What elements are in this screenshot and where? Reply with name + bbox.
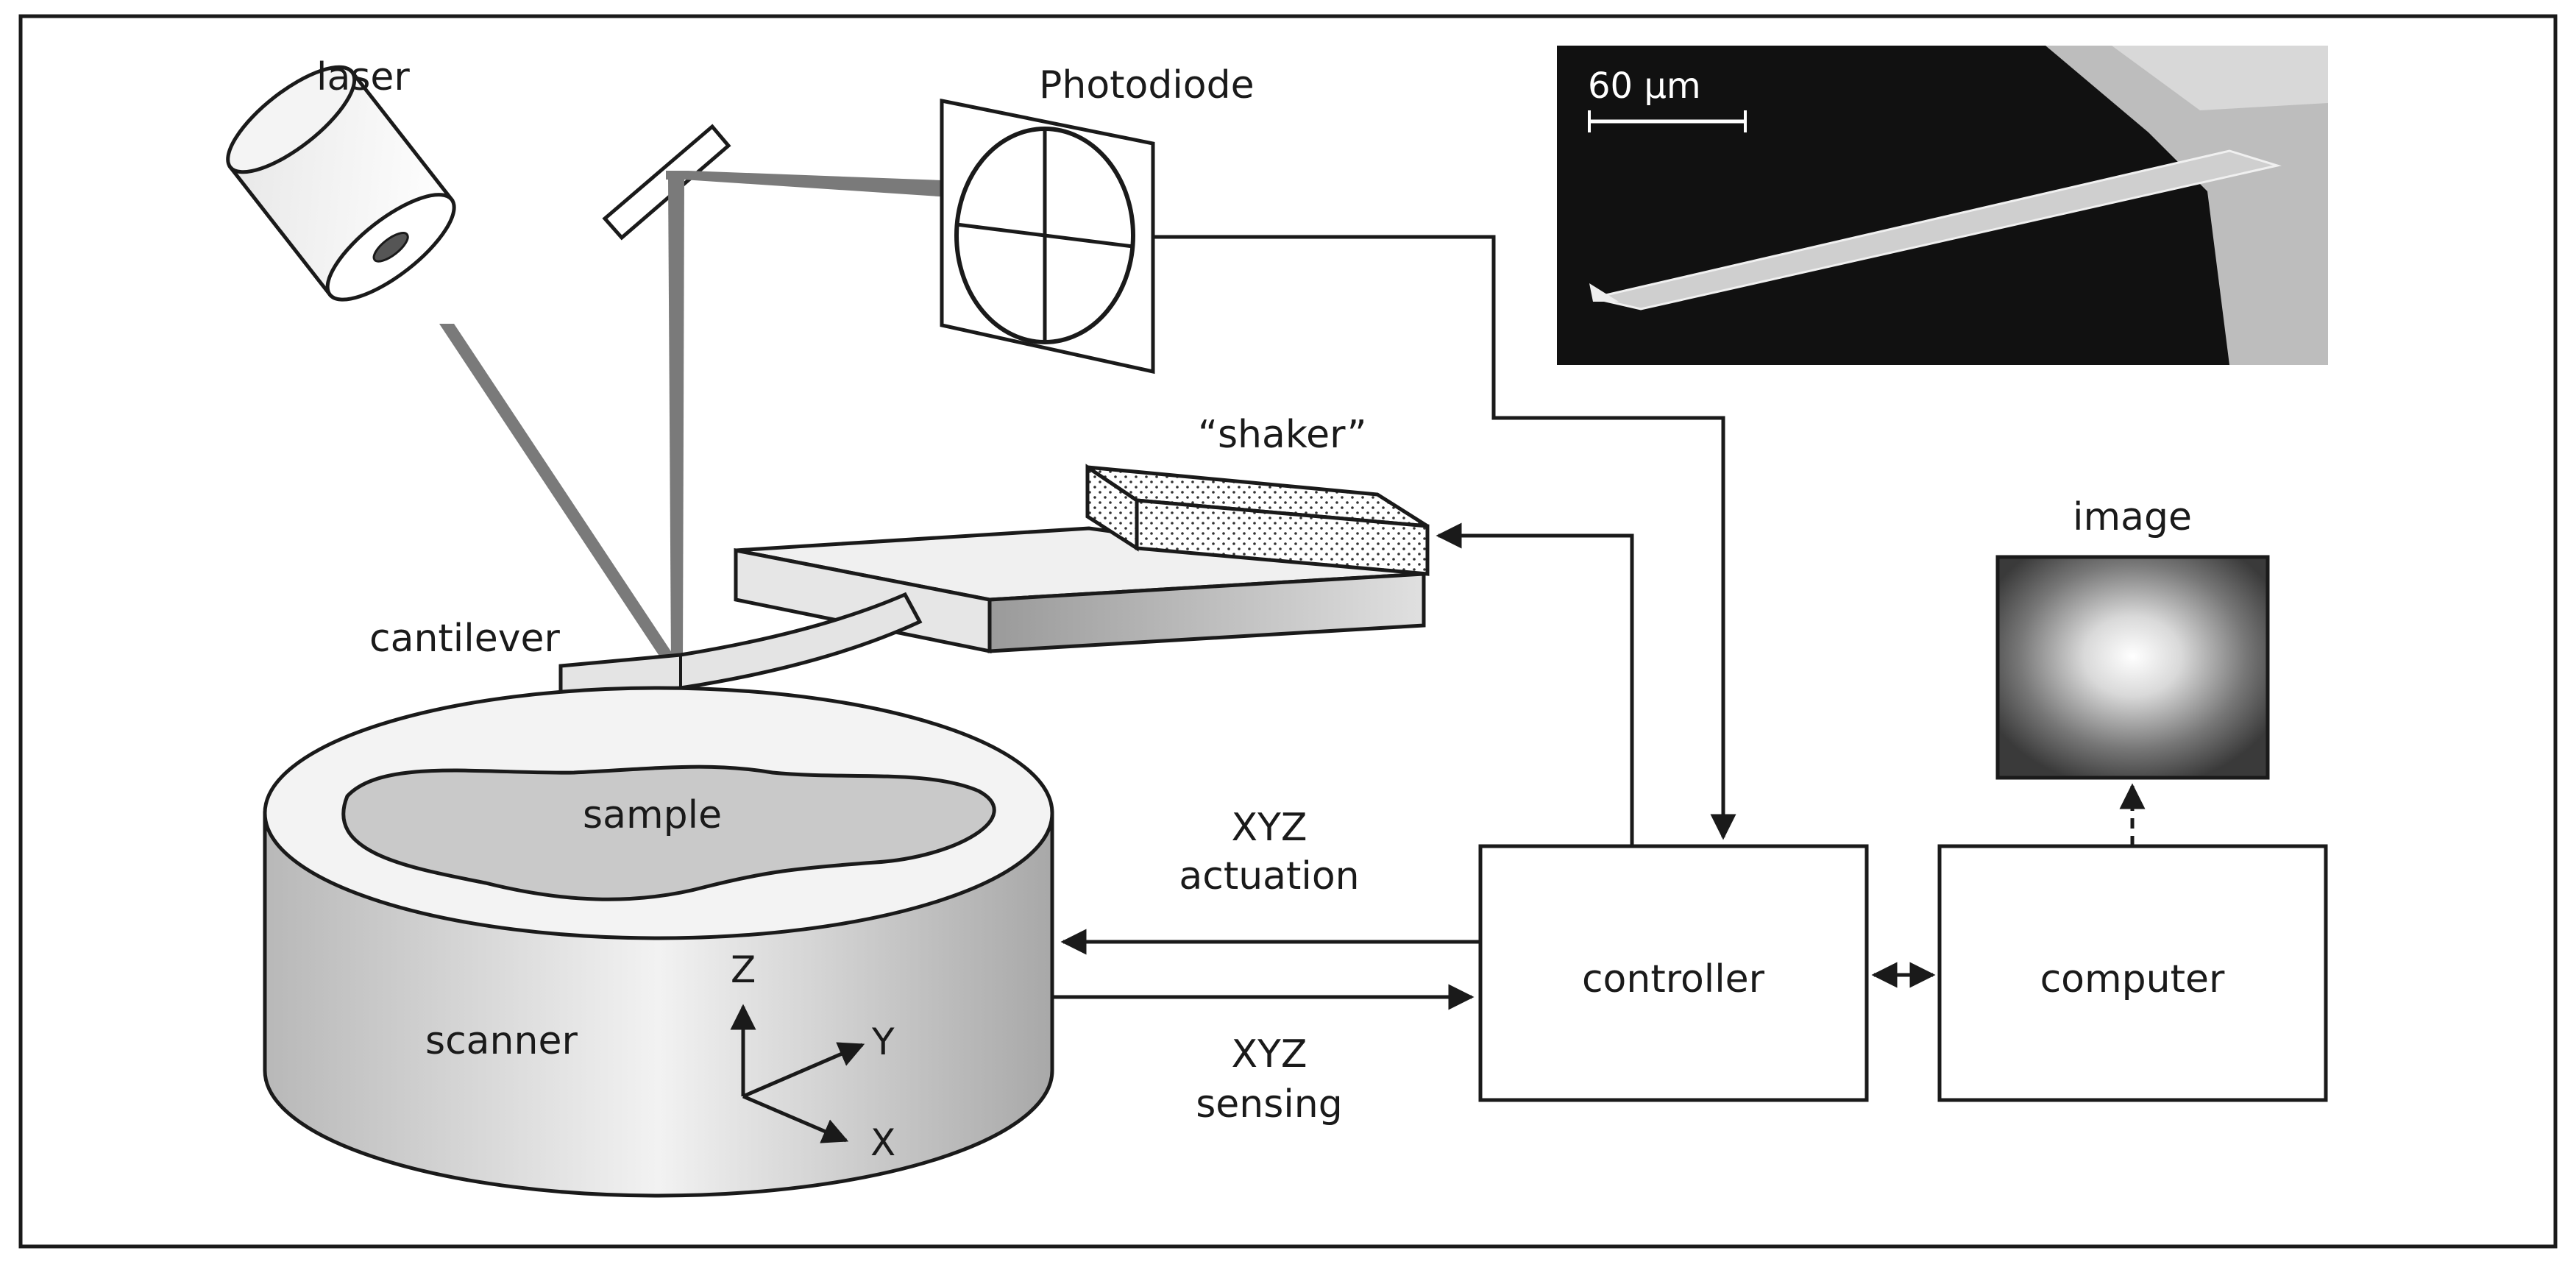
xyz-actuation-label-1: XYZ bbox=[1231, 806, 1307, 850]
sample-label: sample bbox=[583, 793, 722, 837]
scanner-cylinder bbox=[263, 686, 1054, 1198]
probe-holder bbox=[734, 526, 1426, 654]
outer-frame bbox=[18, 14, 2558, 1249]
scanner-label: scanner bbox=[425, 1019, 578, 1063]
reflected-beam-up bbox=[668, 178, 684, 666]
controller-label: controller bbox=[1582, 957, 1765, 1001]
micrograph-inset: 60 µm bbox=[1557, 46, 2328, 365]
computer-box bbox=[1937, 844, 2328, 1102]
output-image bbox=[1995, 555, 2270, 780]
scale-bar-label: 60 µm bbox=[1588, 65, 1701, 107]
photodiode-label: Photodiode bbox=[1039, 63, 1255, 107]
xyz-actuation-label-2: actuation bbox=[1179, 854, 1359, 898]
controller-to-shaker-arrow bbox=[1436, 522, 1634, 846]
laser-beam bbox=[439, 324, 681, 666]
mirror-icon bbox=[602, 124, 731, 241]
axis-y-label: Y bbox=[871, 1021, 895, 1063]
shaker-block bbox=[1085, 464, 1430, 576]
xyz-axes bbox=[730, 1004, 865, 1143]
cantilever-label: cantilever bbox=[369, 617, 560, 661]
xyz-sensing-label-1: XYZ bbox=[1231, 1032, 1307, 1076]
photodiode-to-controller-arrow bbox=[1153, 235, 1736, 840]
axis-z-label: Z bbox=[731, 948, 756, 991]
controller-box bbox=[1478, 844, 1869, 1102]
axis-x-label: X bbox=[870, 1121, 895, 1164]
xyz-sensing-label-2: sensing bbox=[1196, 1082, 1343, 1127]
laser-icon bbox=[226, 65, 456, 302]
laser-label: laser bbox=[316, 55, 410, 99]
image-label: image bbox=[2073, 495, 2192, 539]
shaker-label: “shaker” bbox=[1198, 413, 1367, 457]
photodiode-icon bbox=[940, 98, 1155, 375]
computer-label: computer bbox=[2040, 957, 2225, 1001]
sample-region bbox=[341, 765, 996, 901]
